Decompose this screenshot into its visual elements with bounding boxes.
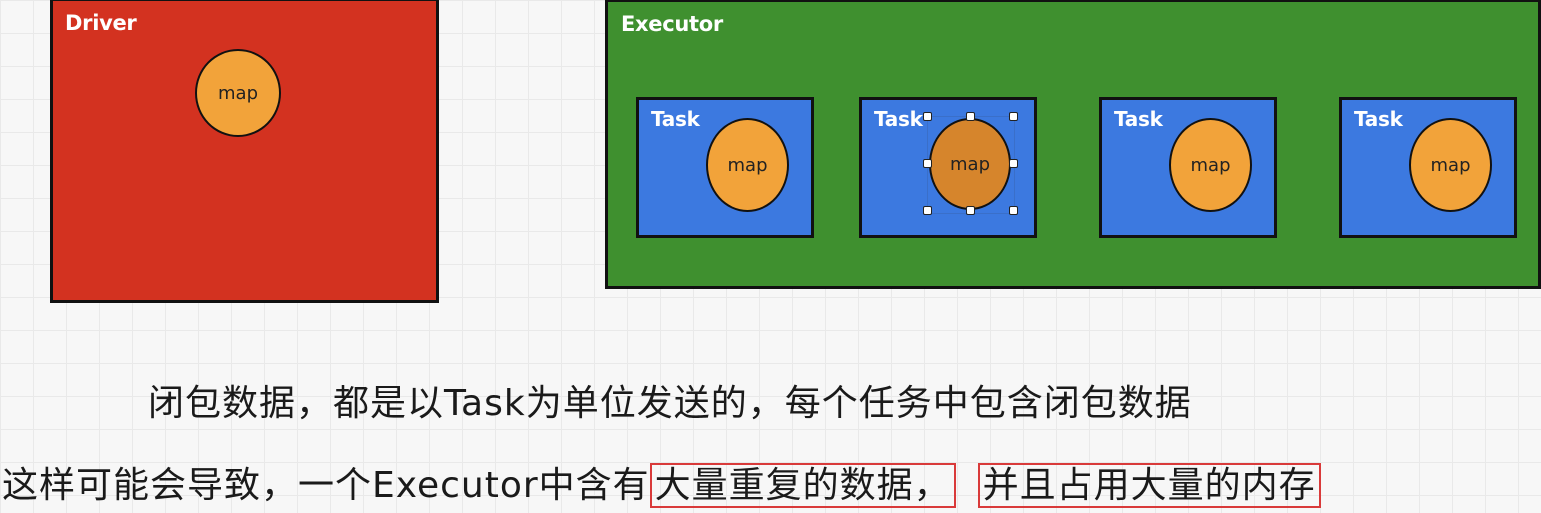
highlight-duplicate-data: 大量重复的数据， [649,463,956,508]
task-label: Task [651,107,700,131]
task-box-3: Task map [1099,97,1277,238]
caption-line-1: 闭包数据，都是以Task为单位发送的，每个任务中包含闭包数据 [148,383,1192,424]
resize-handle-w[interactable] [923,159,932,168]
task-label: Task [1354,107,1403,131]
caption-line-2-prefix: 这样可能会导致，一个Executor中含有 [2,465,650,506]
resize-handle-n[interactable] [966,112,975,121]
resize-handle-se[interactable] [1009,206,1018,215]
task-label: Task [1114,107,1163,131]
highlight-memory-usage: 并且占用大量的内存 [977,463,1321,508]
resize-handle-e[interactable] [1009,159,1018,168]
caption-line-2: 这样可能会导致，一个Executor中含有大量重复的数据， 并且占用大量的内存 [2,456,1321,508]
task-map-circle-selected[interactable]: map [929,118,1011,210]
executor-box: Executor Task map Task map Task map Task… [605,0,1541,289]
task-map-label: map [727,154,768,176]
driver-box: Driver map [50,0,439,303]
task-map-label: map [1190,154,1231,176]
driver-map-circle: map [195,49,281,137]
resize-handle-ne[interactable] [1009,112,1018,121]
resize-handle-sw[interactable] [923,206,932,215]
driver-map-label: map [218,82,258,104]
task-map-label: map [1430,154,1471,176]
task-label: Task [874,107,923,131]
task-box-1: Task map [636,97,814,238]
task-box-4: Task map [1339,97,1517,238]
task-map-label: map [950,153,990,175]
resize-handle-s[interactable] [966,206,975,215]
executor-label: Executor [621,12,723,36]
resize-handle-nw[interactable] [923,112,932,121]
task-box-2: Task map [859,97,1037,238]
task-map-circle: map [706,118,789,212]
task-map-circle: map [1409,118,1492,212]
task-map-circle: map [1169,118,1252,212]
driver-label: Driver [65,11,137,35]
